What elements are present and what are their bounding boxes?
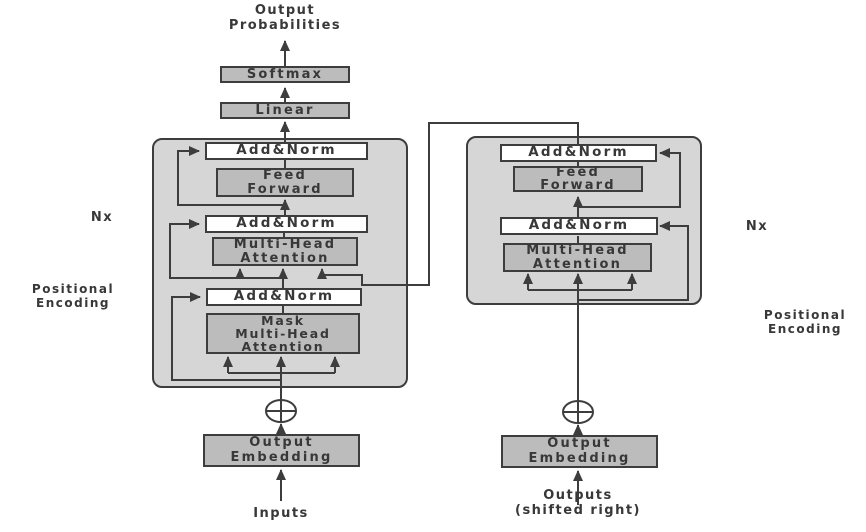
encoder-add-norm-mid: Add&Norm [500,217,658,235]
softmax-box: Softmax [220,66,350,83]
linear-box: Linear [220,102,350,119]
encoder-wires [317,122,689,505]
sum-node-right [562,400,594,424]
decoder-wires [169,40,340,501]
encoder-add-norm-top: Add&Norm [500,144,657,162]
outputs-shifted-right-label: Outputs (shifted right) [515,488,641,518]
residual-around-mha [169,219,283,279]
encoder-nx-label: Nx [745,219,769,234]
cross-connection-encoder-to-decoder [317,122,579,286]
decoder-add-norm-mid: Add&Norm [205,215,368,233]
decoder-output-embedding: Output Embedding [203,434,360,467]
encoder-output-embedding: Output Embedding [501,435,658,468]
decoder-feed-forward: Feed Forward [216,168,354,197]
residual-around-maskmha [171,292,281,381]
decoder-positional-encoding-label: Positional Encoding [31,282,115,310]
residual-around-ff [578,148,681,208]
residual-around-mha [578,221,689,301]
inputs-label: Inputs [253,506,309,521]
decoder-multi-head-attention: Multi-Head Attention [212,237,358,266]
decoder-add-norm-bottom: Add&Norm [206,288,362,306]
decoder-mask-multi-head-attention: Mask Multi-Head Attention [206,313,360,354]
decoder-nx-label: Nx [90,210,114,225]
output-probabilities-label: Output Probabilities [228,3,342,33]
sum-node-left [265,399,297,423]
decoder-add-norm-top: Add&Norm [205,142,368,160]
encoder-multi-head-attention: Multi-Head Attention [503,243,652,272]
residual-around-ff [177,146,285,206]
encoder-positional-encoding-label: Positional Encoding [763,308,847,336]
encoder-feed-forward: Feed Forward [513,165,643,192]
